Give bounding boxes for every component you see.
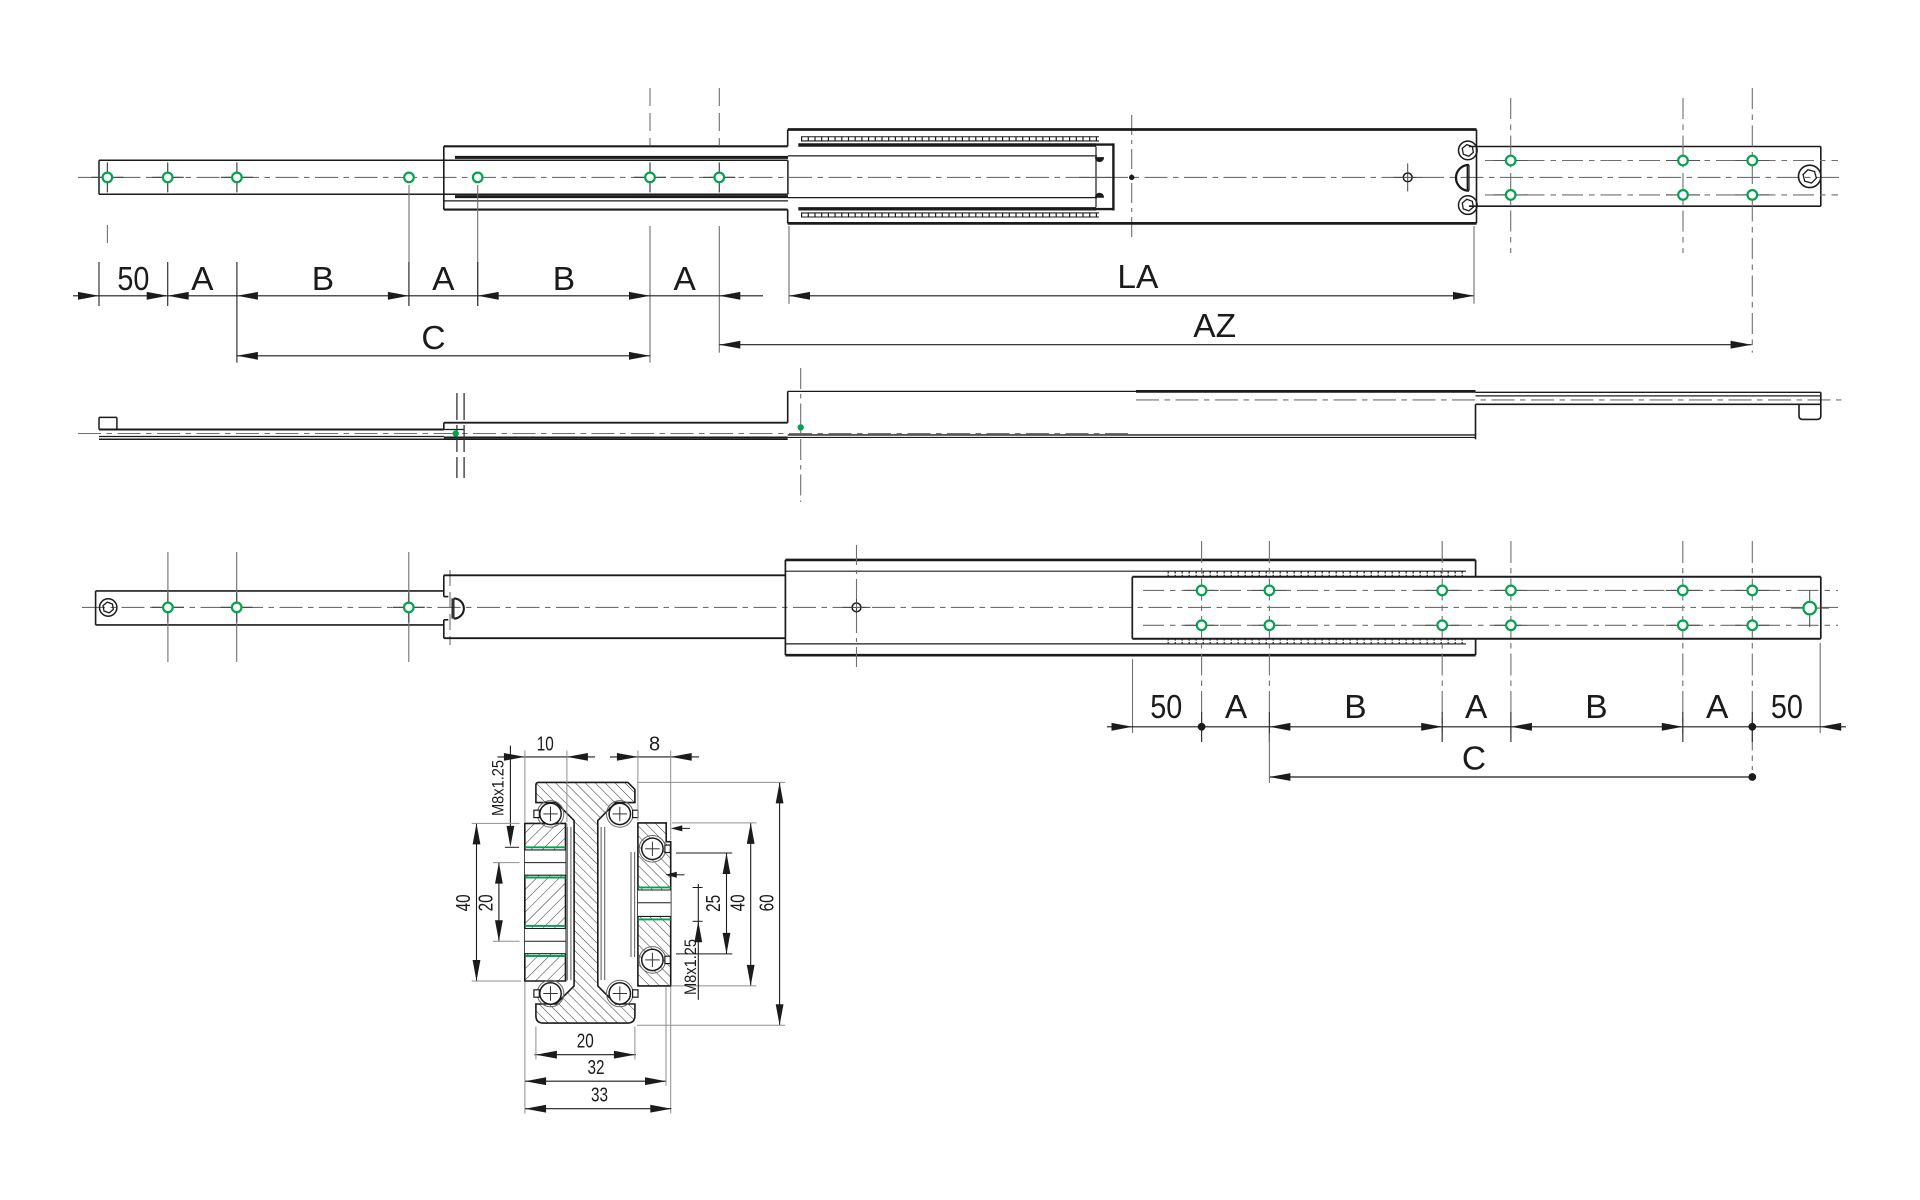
svg-text:C: C	[421, 320, 445, 357]
svg-text:60: 60	[756, 894, 778, 911]
svg-text:40: 40	[453, 894, 475, 911]
svg-text:20: 20	[475, 894, 497, 911]
svg-text:10: 10	[537, 733, 554, 755]
svg-text:AZ: AZ	[1193, 308, 1236, 345]
svg-text:50: 50	[117, 261, 149, 298]
svg-text:C: C	[1462, 740, 1486, 777]
svg-text:8: 8	[649, 733, 660, 755]
svg-text:A: A	[432, 261, 455, 298]
svg-text:A: A	[191, 261, 214, 298]
svg-text:B: B	[312, 261, 334, 298]
svg-text:A: A	[1465, 689, 1488, 726]
svg-text:LA: LA	[1117, 259, 1159, 296]
svg-text:B: B	[1344, 689, 1366, 726]
svg-text:M8x1.25: M8x1.25	[488, 760, 507, 816]
svg-text:32: 32	[588, 1057, 605, 1079]
svg-text:A: A	[1225, 689, 1248, 726]
svg-text:40: 40	[727, 894, 749, 911]
svg-text:B: B	[1585, 689, 1607, 726]
svg-text:50: 50	[1150, 689, 1182, 726]
svg-text:25: 25	[703, 895, 725, 912]
svg-text:20: 20	[577, 1031, 594, 1053]
svg-text:A: A	[674, 261, 697, 298]
svg-text:A: A	[1706, 689, 1729, 726]
svg-text:33: 33	[591, 1085, 608, 1107]
svg-text:50: 50	[1771, 689, 1803, 726]
svg-text:M8x1.25: M8x1.25	[681, 939, 700, 995]
svg-text:B: B	[553, 261, 575, 298]
